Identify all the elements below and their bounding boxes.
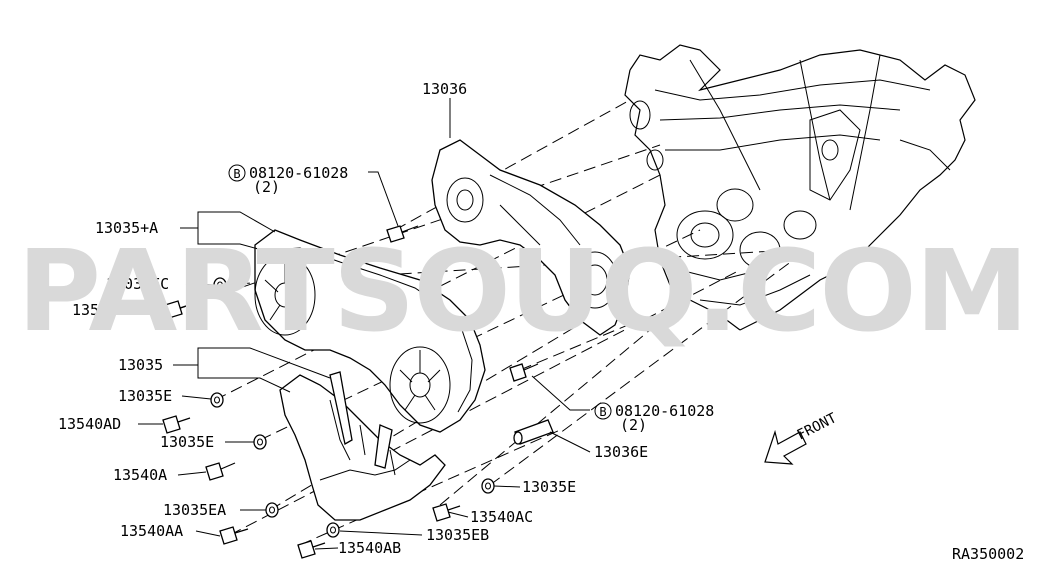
bolt-marker-lower-text: B [599, 405, 606, 419]
upper-front-cover [254, 229, 486, 433]
washer-13035e-3 [481, 478, 495, 494]
bolt-13540ad [162, 415, 191, 434]
label-13035e-2: 13035E [160, 433, 214, 451]
lower-front-cover [279, 371, 446, 521]
label-13035ec: 13035EC [106, 275, 169, 293]
label-13540ab: 13540AB [338, 539, 401, 557]
diagram-code: RA350002 [952, 545, 1024, 563]
label-13540ac: 13540AC [470, 508, 533, 526]
bolt-08120-upper [386, 225, 419, 243]
part-labels: 13036 08120-61028 (2) 13035+A 13035EC 13… [58, 80, 714, 557]
bolt-marker-lower: B [594, 402, 612, 420]
label-08120-upper-qty: (2) [253, 178, 280, 196]
label-08120-lower: 08120-61028 [615, 402, 714, 420]
label-13036e: 13036E [594, 443, 648, 461]
dowel-13036e [513, 419, 554, 445]
label-13035e-3: 13035E [522, 478, 576, 496]
label-13036: 13036 [422, 80, 467, 98]
label-13035-a: 13035+A [95, 219, 158, 237]
bolt-13540a-top [164, 300, 193, 319]
bolt-13540ab [297, 540, 326, 559]
label-13035ea: 13035EA [163, 501, 226, 519]
washer-13035eb [326, 522, 340, 538]
label-leaders [138, 98, 591, 550]
front-label: FRONT [795, 410, 840, 444]
bolt-13540ac [432, 503, 461, 522]
washer-13035ea [265, 502, 279, 518]
bolt-13540a-mid [205, 462, 236, 481]
watermark-text: PARTSOUQ.COM [17, 227, 1027, 357]
bolts-and-washers [162, 225, 539, 559]
washer-13035ec [213, 277, 227, 293]
label-13540a-mid: 13540A [113, 466, 167, 484]
label-08120-upper: 08120-61028 [249, 164, 348, 182]
bolt-13540aa [219, 526, 249, 545]
label-08120-lower-qty: (2) [620, 416, 647, 434]
label-13540a-top: 13540A [72, 301, 126, 319]
washer-13035e-2 [253, 434, 267, 450]
washer-13035e-1 [210, 392, 224, 408]
label-13540aa: 13540AA [120, 522, 183, 540]
bolt-08120-lower [509, 363, 539, 382]
engine-block [624, 44, 976, 331]
front-arrow: FRONT [764, 410, 840, 465]
bolt-marker-upper-text: B [233, 167, 240, 181]
label-13540ad: 13540AD [58, 415, 121, 433]
label-13035eb: 13035EB [426, 526, 489, 544]
label-13035e-1: 13035E [118, 387, 172, 405]
label-13035: 13035 [118, 356, 163, 374]
bolt-marker-upper: B [228, 164, 246, 182]
rear-timing-cover [431, 139, 631, 336]
